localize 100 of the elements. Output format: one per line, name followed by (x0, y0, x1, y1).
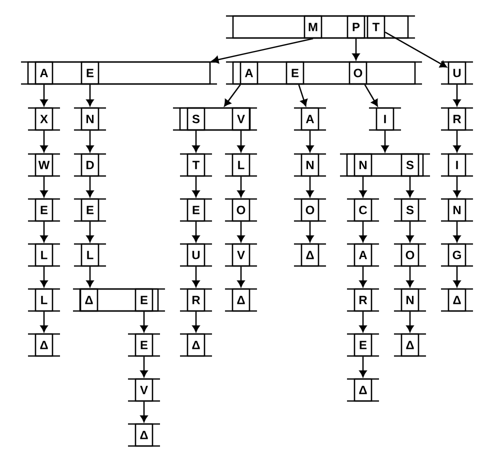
letter-cell: E (134, 288, 154, 312)
arrow (306, 222, 314, 242)
array-box (73, 288, 165, 312)
letter-cell: Δ (225, 288, 257, 312)
letter-cell: O (348, 61, 368, 85)
letter-cell: M (304, 15, 322, 39)
arrow (359, 356, 367, 378)
arrow (192, 176, 200, 198)
letter-cell: A (34, 61, 54, 85)
letter-cell: L (74, 243, 106, 267)
letter-cell: S (186, 107, 206, 131)
arrow (306, 176, 314, 198)
letter-cell: Δ (180, 333, 212, 357)
letter-cell: V (232, 107, 250, 131)
letter-cell: X (28, 107, 60, 131)
arrow (40, 176, 48, 198)
arrow (406, 176, 414, 198)
letter-cell: O (294, 198, 326, 222)
arrow (359, 222, 367, 242)
letter-cell: N (74, 107, 106, 131)
arrow (352, 38, 360, 60)
letter-cell: O (225, 198, 257, 222)
arrow (40, 222, 48, 242)
arrow (364, 84, 378, 106)
arrow (306, 130, 314, 152)
letter-cell: T (180, 153, 212, 177)
letter-cell: N (354, 153, 372, 177)
letter-cell: E (347, 333, 379, 357)
letter-cell: Δ (80, 288, 98, 312)
letter-cell: E (80, 61, 100, 85)
letter-cell: A (347, 243, 379, 267)
arrow (453, 266, 461, 288)
letter-cell: A (294, 107, 326, 131)
array-box (173, 107, 257, 131)
arrow (453, 84, 461, 106)
arrow (192, 312, 200, 332)
arrow (453, 130, 461, 152)
letter-cell: S (394, 198, 426, 222)
letter-cell: Δ (347, 378, 379, 402)
letter-cell: T (366, 15, 386, 39)
arrow (381, 130, 389, 152)
letter-cell: Δ (28, 333, 60, 357)
arrow (192, 222, 200, 242)
letter-cell: L (28, 243, 60, 267)
arrow (40, 84, 48, 106)
arrow (406, 312, 414, 332)
letter-cell: Δ (394, 333, 426, 357)
letter-cell: D (74, 153, 106, 177)
arrow (86, 176, 94, 198)
arrow (453, 222, 461, 242)
letter-cell: R (441, 107, 473, 131)
arrow (86, 266, 94, 288)
letter-cell: V (128, 378, 160, 402)
arrow (298, 84, 308, 106)
letter-cell: E (128, 333, 160, 357)
arrow (40, 312, 48, 332)
letter-cell: R (180, 288, 212, 312)
arrow (224, 84, 241, 106)
letter-cell: Δ (128, 423, 160, 447)
array-box (340, 153, 430, 177)
letter-cell: W (28, 153, 60, 177)
arrow (192, 130, 200, 152)
letter-cell: S (400, 153, 420, 177)
arrow (86, 222, 94, 242)
arrow (212, 38, 314, 64)
arrow (359, 176, 367, 198)
arrow (384, 32, 447, 68)
letter-cell: L (225, 153, 257, 177)
array-box (226, 61, 422, 85)
arrow (237, 222, 245, 242)
letter-cell: N (294, 153, 326, 177)
arrow (40, 130, 48, 152)
arrow (140, 312, 148, 332)
letter-cell: O (394, 243, 426, 267)
letter-cell: E (286, 61, 304, 85)
letter-cell: I (441, 153, 473, 177)
arrow (86, 130, 94, 152)
array-box (226, 15, 415, 39)
letter-cell: G (441, 243, 473, 267)
letter-cell: U (441, 61, 473, 85)
letter-cell: P (346, 15, 366, 39)
arrow (40, 266, 48, 288)
letter-cell: C (347, 198, 379, 222)
arrow (140, 356, 148, 378)
arrow (237, 130, 245, 152)
arrow (359, 266, 367, 288)
letter-cell: E (28, 198, 60, 222)
array-box (21, 61, 217, 85)
letter-cell: E (74, 198, 106, 222)
letter-cell: N (394, 288, 426, 312)
arrow (359, 312, 367, 332)
letter-cell: N (441, 198, 473, 222)
arrow (406, 266, 414, 288)
arrow (192, 266, 200, 288)
letter-cell: Δ (294, 243, 326, 267)
letter-cell: Δ (441, 288, 473, 312)
arrow (237, 266, 245, 288)
letter-cell: V (225, 243, 257, 267)
arrow (406, 222, 414, 242)
letter-cell: A (240, 61, 258, 85)
